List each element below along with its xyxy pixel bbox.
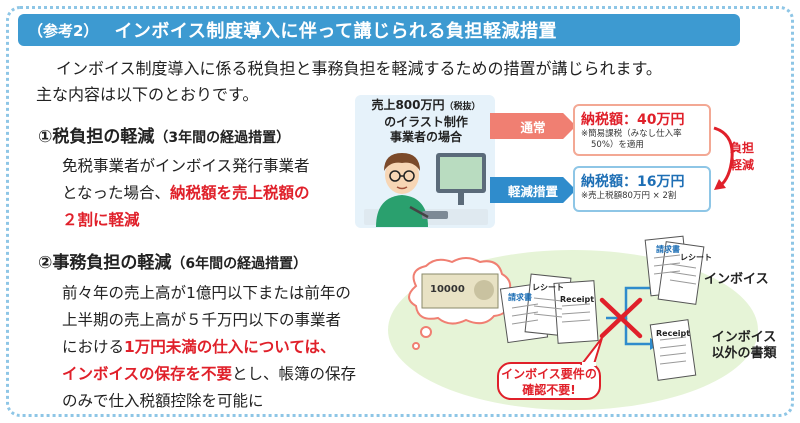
section2-title: ②事務負担の軽減（6年間の経過措置） bbox=[38, 248, 307, 273]
receipts-stack-icon bbox=[499, 273, 599, 344]
case-line3: 事業者の場合 bbox=[389, 130, 462, 144]
banknote-value: 10000 bbox=[430, 284, 465, 295]
section1-line2b: 納税額を売上税額の bbox=[170, 184, 310, 202]
intro-text: インボイス制度導入に係る税負担と事務負担を軽減するための措置が講じられます。 主… bbox=[36, 56, 776, 108]
intro-line1: インボイス制度導入に係る税負担と事務負担を軽減するための措置が講じられます。 bbox=[56, 59, 662, 78]
result-normal: 納税額：40万円 ※簡易課税（みなし仕入率 50%）を適用 bbox=[573, 104, 711, 156]
section1-body: 免税事業者がインボイス発行事業者 となった場合、納税額を売上税額の ２割に軽減 bbox=[62, 153, 310, 234]
page-frame bbox=[6, 6, 794, 417]
section2-line1: 前々年の売上高が1億円以下または前年の bbox=[62, 284, 351, 302]
normal-note1: ※簡易課税（みなし仕入率 bbox=[581, 129, 682, 139]
intro-line2: 主な内容は以下のとおりです。 bbox=[36, 85, 259, 104]
section2-line3b: 1万円未満の仕入については、 bbox=[124, 338, 336, 356]
label-other-line2: 以外の書類 bbox=[711, 346, 777, 361]
cross-mark-icon bbox=[599, 297, 643, 339]
receipt-label-small: レシート bbox=[532, 283, 564, 292]
label-invoice: インボイス bbox=[704, 272, 769, 287]
invoice-documents-icon bbox=[644, 235, 705, 305]
receipt-en-small-2: Receipt bbox=[656, 329, 691, 338]
section2-title-sub: （6年間の経過措置） bbox=[171, 256, 308, 272]
burden-curve-arrow-icon bbox=[713, 126, 734, 190]
invoice-label-small: 請求書 bbox=[508, 293, 532, 302]
burden-reduction-label: 負担 軽減 bbox=[718, 140, 766, 174]
arrow-reduced: 軽減措置 bbox=[490, 177, 576, 203]
arrow-normal: 通常 bbox=[490, 113, 576, 139]
section2-line4: インボイスの保存を不要とし、帳簿の保存 bbox=[62, 361, 356, 388]
section2-line4a: インボイスの保存を不要 bbox=[62, 365, 233, 383]
callout-line1: インボイス要件の bbox=[501, 367, 597, 381]
section2-title-main: ②事務負担の軽減 bbox=[38, 253, 172, 273]
receipt-label-small-2: レシート bbox=[680, 253, 712, 262]
label-other-line1: インボイス bbox=[711, 330, 777, 345]
normal-amount: 納税額：40万円 bbox=[581, 112, 685, 128]
burden-line2: 軽減 bbox=[729, 158, 754, 172]
section2-line4b: とし、帳簿の保存 bbox=[232, 365, 357, 383]
normal-note2: 50%）を適用 bbox=[591, 140, 644, 150]
page-title: インボイス制度導入に伴って講じられる負担軽減措置 bbox=[114, 21, 557, 42]
title-bar: （参考2） インボイス制度導入に伴って講じられる負担軽減措置 bbox=[18, 14, 740, 46]
section1-title-main: ①税負担の軽減 bbox=[38, 127, 155, 147]
case-line2: のイラスト制作 bbox=[384, 115, 468, 129]
section1-title: ①税負担の軽減（3年間の経過措置） bbox=[38, 122, 290, 147]
section2-line2: 上半期の売上高が５千万円以下の事業者 bbox=[62, 311, 342, 329]
section1-line2a: となった場合、 bbox=[62, 184, 171, 202]
section2-line3a: における bbox=[62, 338, 125, 356]
label-other-documents: インボイス 以外の書類 bbox=[702, 330, 786, 362]
callout-pointer-icon bbox=[579, 337, 603, 366]
result-reduced: 納税額：16万円 ※売上税額80万円 × 2割 bbox=[573, 166, 711, 212]
section1-line2: となった場合、納税額を売上税額の bbox=[62, 180, 310, 207]
callout-line2: 確認不要! bbox=[522, 383, 576, 397]
no-check-needed-callout: インボイス要件の 確認不要! bbox=[497, 362, 601, 400]
reduced-amount: 納税額：16万円 bbox=[581, 174, 685, 190]
burden-line1: 負担 bbox=[729, 141, 754, 155]
title-tag: （参考2） bbox=[28, 21, 99, 40]
section2-line3: における1万円未満の仕入については、 bbox=[62, 334, 356, 361]
case-sales: 売上800万円 bbox=[371, 98, 445, 112]
section1-title-sub: （3年間の経過措置） bbox=[154, 130, 291, 146]
case-line1: 売上800万円（税抜） bbox=[362, 98, 490, 115]
invoice-label-small-2: 請求書 bbox=[656, 245, 680, 254]
section2-line5: のみで仕入税額控除を可能に bbox=[62, 392, 264, 410]
other-documents-icon bbox=[649, 319, 697, 381]
case-text: 売上800万円（税抜） のイラスト制作 事業者の場合 bbox=[362, 98, 490, 145]
section1-line1: 免税事業者がインボイス発行事業者 bbox=[62, 157, 310, 175]
case-tax-excluded: （税抜） bbox=[444, 102, 481, 112]
section2-body: 前々年の売上高が1億円以下または前年の 上半期の売上高が５千万円以下の事業者 に… bbox=[62, 280, 356, 415]
section1-line3: ２割に軽減 bbox=[62, 211, 140, 229]
reduced-note: ※売上税額80万円 × 2割 bbox=[581, 191, 677, 201]
receipt-en-small: Receipt bbox=[560, 295, 595, 304]
illustrator-person-icon bbox=[364, 153, 488, 227]
